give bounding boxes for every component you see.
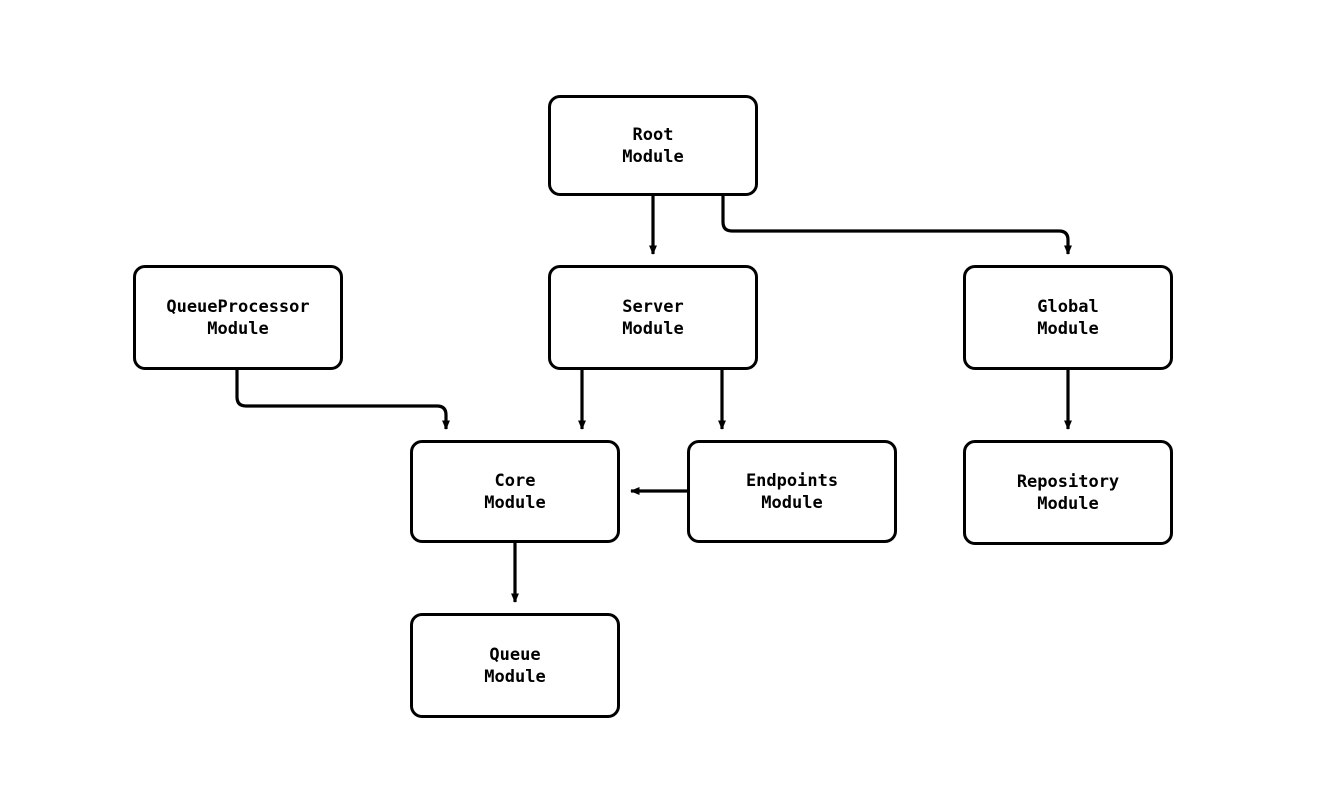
node-core-module[interactable]: Core Module (410, 440, 620, 543)
node-global-module-line2: Module (1037, 318, 1099, 339)
node-repository-module-line2: Module (1037, 493, 1099, 514)
edge-root-global (721, 196, 1072, 255)
node-repository-module[interactable]: Repository Module (963, 440, 1173, 545)
node-server-module-line2: Module (622, 318, 684, 339)
node-endpoints-module-line2: Module (761, 492, 823, 513)
node-queueprocessor-module[interactable]: QueueProcessor Module (133, 265, 343, 370)
node-queueprocessor-module-line2: Module (207, 318, 269, 339)
node-endpoints-module-line1: Endpoints (745, 470, 839, 491)
edge-queueprocessor-core (235, 370, 450, 430)
node-queue-module-line2: Module (484, 666, 546, 687)
node-root-module[interactable]: Root Module (548, 95, 758, 196)
node-root-module-line1: Root (632, 124, 674, 145)
node-endpoints-module[interactable]: Endpoints Module (687, 440, 897, 543)
node-core-module-line1: Core (494, 470, 536, 491)
node-queue-module-line1: Queue (489, 644, 541, 665)
node-global-module[interactable]: Global Module (963, 265, 1173, 370)
node-queue-module[interactable]: Queue Module (410, 613, 620, 718)
node-core-module-line2: Module (484, 492, 546, 513)
node-global-module-line1: Global (1037, 296, 1099, 317)
node-queueprocessor-module-line1: QueueProcessor (166, 296, 310, 317)
node-root-module-line2: Module (622, 146, 684, 167)
node-server-module-line1: Server (622, 296, 684, 317)
node-repository-module-line1: Repository (1016, 471, 1120, 492)
node-server-module[interactable]: Server Module (548, 265, 758, 370)
